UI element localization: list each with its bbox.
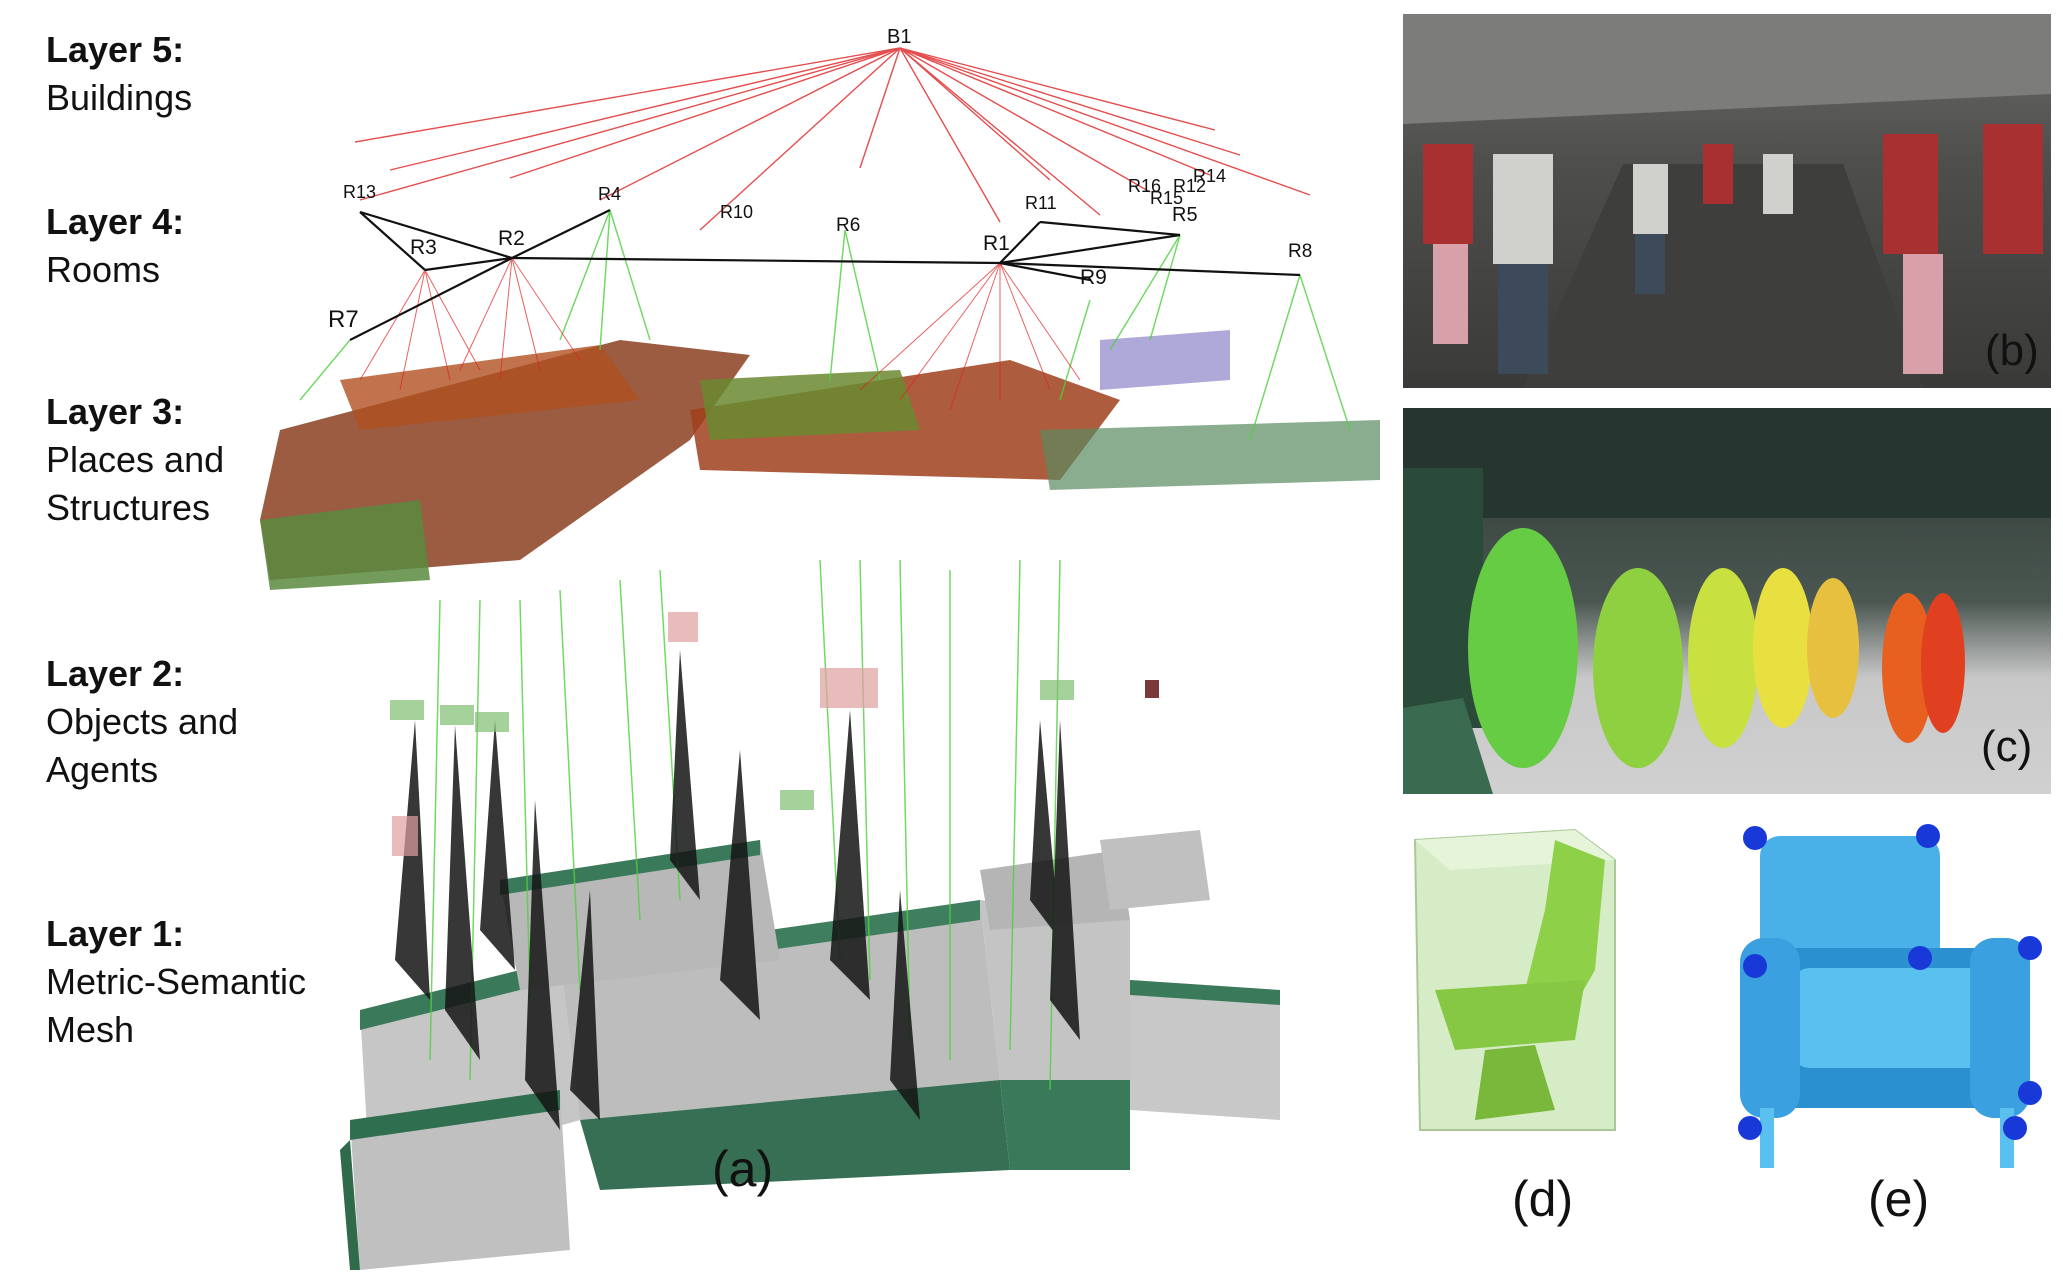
room-node-r12: R12 <box>1173 176 1207 196</box>
layer-2-label: Layer 2: Objects and Agents <box>46 650 238 794</box>
panel-b-image: (b) <box>1403 14 2051 388</box>
room-edges <box>349 209 1301 341</box>
room-node-r14: R14 <box>1193 166 1227 186</box>
panel-e-label: (e) <box>1868 1171 1930 1227</box>
layer-3-desc-1: Places and <box>46 439 225 480</box>
room-node-r1: R1 <box>983 232 1010 255</box>
layer-3-label: Layer 3: Places and Structures <box>46 388 224 532</box>
room-node-r3: R3 <box>410 236 437 259</box>
graph-node-labels: B1 R13 R4 R10 R11 R16 R15 R12 R14 R5 R3 … <box>0 0 1400 333</box>
room-place-edges <box>359 257 1081 411</box>
object-place-edges <box>395 650 1080 1130</box>
room-node-r11: R11 <box>1025 193 1057 213</box>
layer-5-title: Layer 5: <box>46 29 185 70</box>
room-node-r5: R5 <box>1172 204 1198 226</box>
layer-2-title: Layer 2: <box>46 653 185 694</box>
layer-1-desc-1: Metric-Semantic <box>46 961 307 1002</box>
crowd-scene-illustration <box>1403 14 2051 388</box>
layer-1-title: Layer 1: <box>46 913 185 954</box>
room-node-r13: R13 <box>343 182 377 202</box>
layer-5-desc: Buildings <box>46 77 193 118</box>
building-node-b1: B1 <box>887 26 912 48</box>
room-node-r10: R10 <box>720 202 754 222</box>
layer-5-label: Layer 5: Buildings <box>46 26 192 122</box>
agent-trajectory-illustration <box>1403 408 2051 794</box>
panel-d-chair-bbox <box>1413 828 1616 1131</box>
panel-e-armchair <box>1738 824 2042 1168</box>
panel-b-label: (b) <box>1985 326 2039 375</box>
room-node-r2: R2 <box>498 227 525 250</box>
room-node-r9: R9 <box>1080 266 1107 289</box>
wireframe-agents <box>1468 528 1965 768</box>
building-edges <box>354 47 1311 231</box>
metric-semantic-mesh <box>340 830 1280 1270</box>
panel-c-label: (c) <box>1981 722 2033 771</box>
room-node-r16: R16 <box>1128 176 1162 196</box>
room-node-r15: R15 <box>1150 188 1184 208</box>
layer-4-title: Layer 4: <box>46 201 185 242</box>
places-and-structures-layer <box>260 330 1380 590</box>
panel-c-image: (c) <box>1403 408 2051 794</box>
layer-2-desc-1: Objects and <box>46 701 239 742</box>
room-node-r8: R8 <box>1288 241 1313 262</box>
layer-3-title: Layer 3: <box>46 391 185 432</box>
panel-a-label: (a) <box>712 1141 774 1197</box>
layer-1-desc-2: Mesh <box>46 1009 135 1050</box>
scene-graph-figure <box>260 47 1380 1270</box>
keypoints <box>1738 824 2042 1140</box>
layer-2-desc-2: Agents <box>46 749 159 790</box>
room-node-r7: R7 <box>328 306 359 333</box>
room-node-r4: R4 <box>598 184 622 204</box>
layer-3-desc-2: Structures <box>46 487 211 528</box>
layer-1-label: Layer 1: Metric-Semantic Mesh <box>46 910 306 1054</box>
layer-4-label: Layer 4: Rooms <box>46 198 184 294</box>
room-node-r6: R6 <box>836 215 861 236</box>
object-boxes <box>390 612 1159 856</box>
panel-d-label: (d) <box>1512 1171 1574 1227</box>
layer-4-desc: Rooms <box>46 249 161 290</box>
